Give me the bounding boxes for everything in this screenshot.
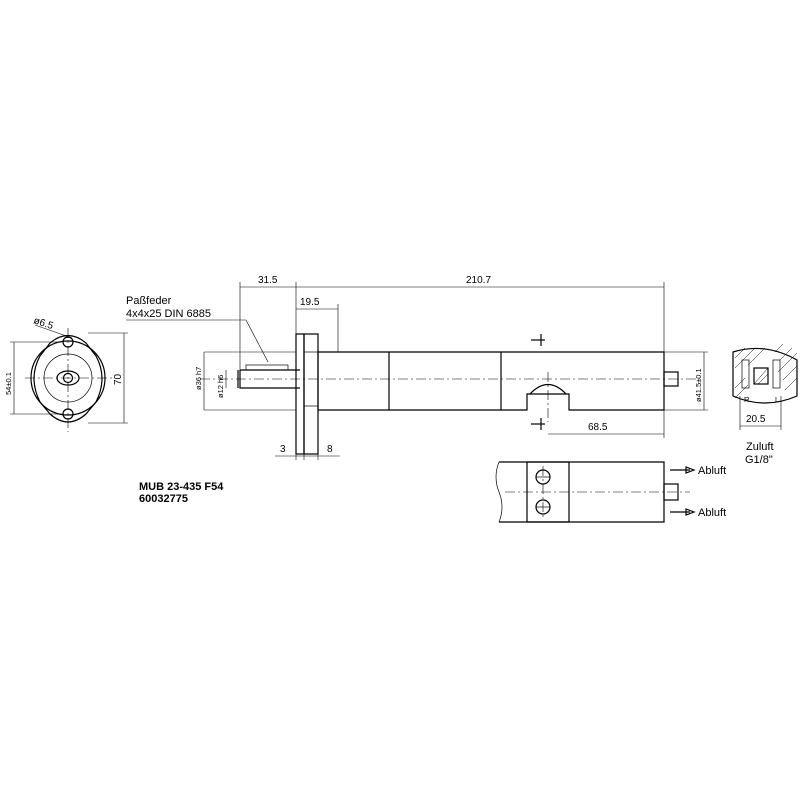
key-note-spec: 4x4x25 DIN 6885: [126, 308, 211, 320]
dim-31-5: 31.5: [258, 275, 278, 286]
model-label: MUB 23-435 F54: [139, 481, 224, 493]
cylinder-body: [317, 351, 665, 411]
dim-70: 70: [113, 373, 124, 385]
dim-3: 3: [280, 444, 286, 455]
port-view: Abluft Abluft: [495, 461, 726, 523]
port-r-label: R: [744, 395, 750, 404]
port-view-shaft: [663, 483, 679, 501]
key-feather: [245, 364, 289, 371]
flange-plate: [295, 333, 305, 455]
port-right: [772, 359, 781, 389]
dim-41-5: ø41.5±0.1: [694, 368, 703, 402]
dim-8: 8: [327, 444, 333, 455]
part-number: 60032775: [139, 493, 188, 505]
port-view-break: [495, 461, 503, 523]
abluft-bottom-label: Abluft: [698, 507, 726, 519]
dim-68-5: 68.5: [588, 422, 608, 433]
key-note-label: Paßfeder: [126, 295, 172, 307]
valve-spool: [753, 367, 769, 385]
dim-6-5: ø6.5: [32, 315, 55, 332]
dim-20-5: 20.5: [746, 414, 766, 425]
dim-36: ø36 h7: [194, 367, 203, 390]
cylinder-side-view: ø36 h7 ø12 h6 ø41.5±0.1 31.5 210.7 19.5 …: [126, 275, 708, 460]
port-left: [741, 359, 750, 389]
flange-outline: [33, 334, 103, 423]
section-detail: R L 20.5 Zuluft G1/8": [732, 343, 798, 466]
slot-cutout: [529, 383, 567, 395]
zuluft-label: Zuluft: [746, 441, 774, 453]
dim-54: 54±0.1: [4, 372, 13, 395]
thread-label: G1/8": [745, 454, 773, 466]
abluft-top-label: Abluft: [698, 465, 726, 477]
dim-12: ø12 h6: [216, 375, 225, 398]
dim-210-7: 210.7: [466, 275, 491, 286]
dim-19-5: 19.5: [300, 297, 320, 308]
flange-end-view: 54±0.1 70 ø6.5: [4, 315, 128, 432]
port-l-label: L: [775, 395, 779, 404]
